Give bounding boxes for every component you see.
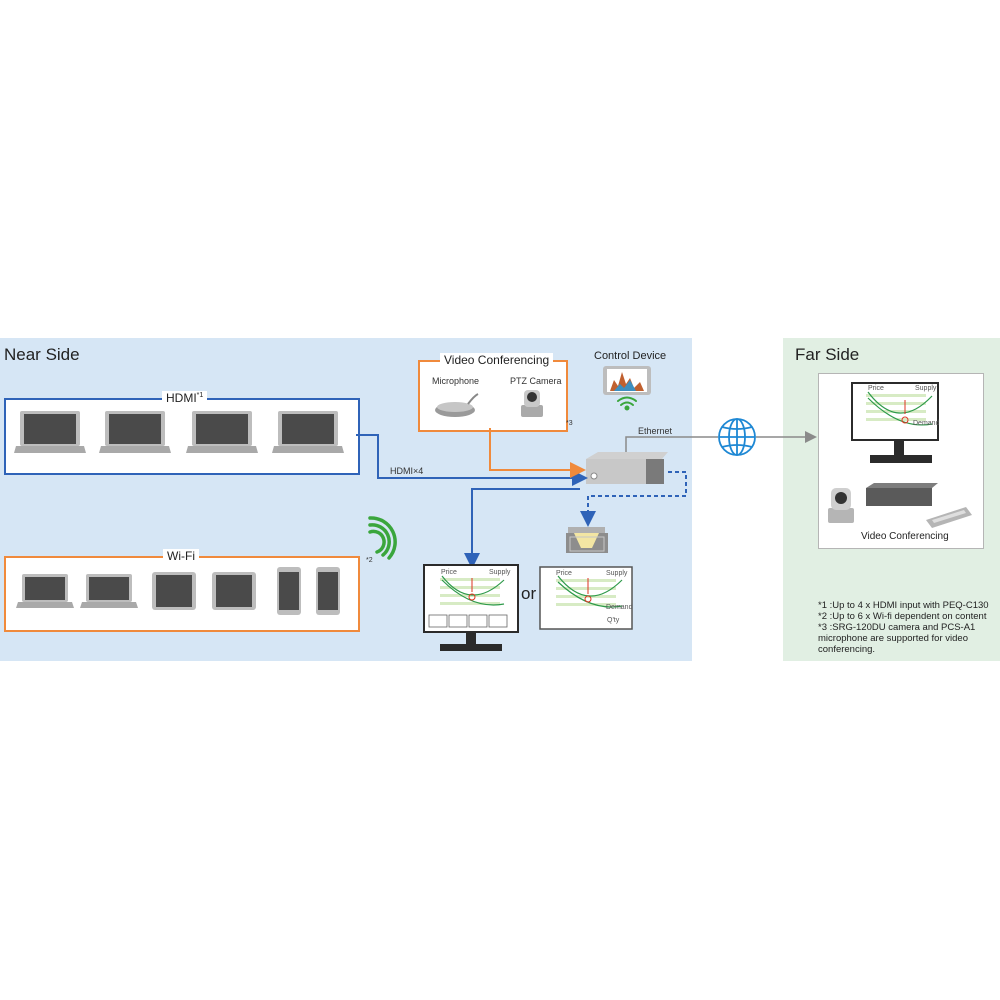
footnote-1: *1 :Up to 4 x HDMI input with PEQ-C130	[818, 600, 989, 611]
wifi-group	[4, 556, 360, 632]
far-video-conferencing-label: Video Conferencing	[861, 531, 949, 542]
ptz-camera-label: PTZ Camera	[510, 376, 562, 386]
screen2-qty-label: Q'ty	[607, 617, 620, 624]
note-ref-2: *2	[366, 557, 373, 564]
hdmi-group	[4, 398, 360, 475]
screen1-price-label: Price	[441, 569, 457, 576]
far-screen-supply-label: Supply	[915, 385, 937, 392]
note-ref-3: *3	[566, 420, 573, 427]
microphone-label: Microphone	[432, 376, 480, 386]
screen2-supply-label: Supply	[606, 570, 628, 577]
ethernet-label: Ethernet	[638, 426, 673, 436]
control-device-label: Control Device	[594, 350, 667, 362]
near-side-title: Near Side	[4, 345, 80, 364]
internet-globe-icon	[718, 418, 756, 456]
far-side-room	[818, 373, 984, 549]
far-screen-demand-label: Demand	[913, 420, 940, 427]
wifi-label: Wi-Fi	[163, 549, 199, 563]
hdmi-label: HDMI*1	[162, 391, 208, 405]
far-screen-price-label: Price	[868, 385, 884, 392]
screen1-supply-label: Supply	[489, 569, 511, 576]
footnotes: *1 :Up to 4 x HDMI input with PEQ-C130 *…	[818, 600, 1000, 655]
video-conferencing-title: Video Conferencing	[440, 353, 554, 367]
footnote-2: *2 :Up to 6 x Wi-fi dependent on content	[818, 611, 987, 622]
hdmi-x4-label: HDMI×4	[390, 466, 424, 476]
video-conferencing-group	[418, 360, 568, 432]
far-side-title: Far Side	[795, 345, 860, 364]
footnote-3: *3 :SRG-120DU camera and PCS-A1 micropho…	[818, 622, 976, 655]
screen2-demand-label: Demand	[606, 604, 633, 611]
or-label: or	[521, 584, 537, 603]
screen2-price-label: Price	[556, 570, 572, 577]
